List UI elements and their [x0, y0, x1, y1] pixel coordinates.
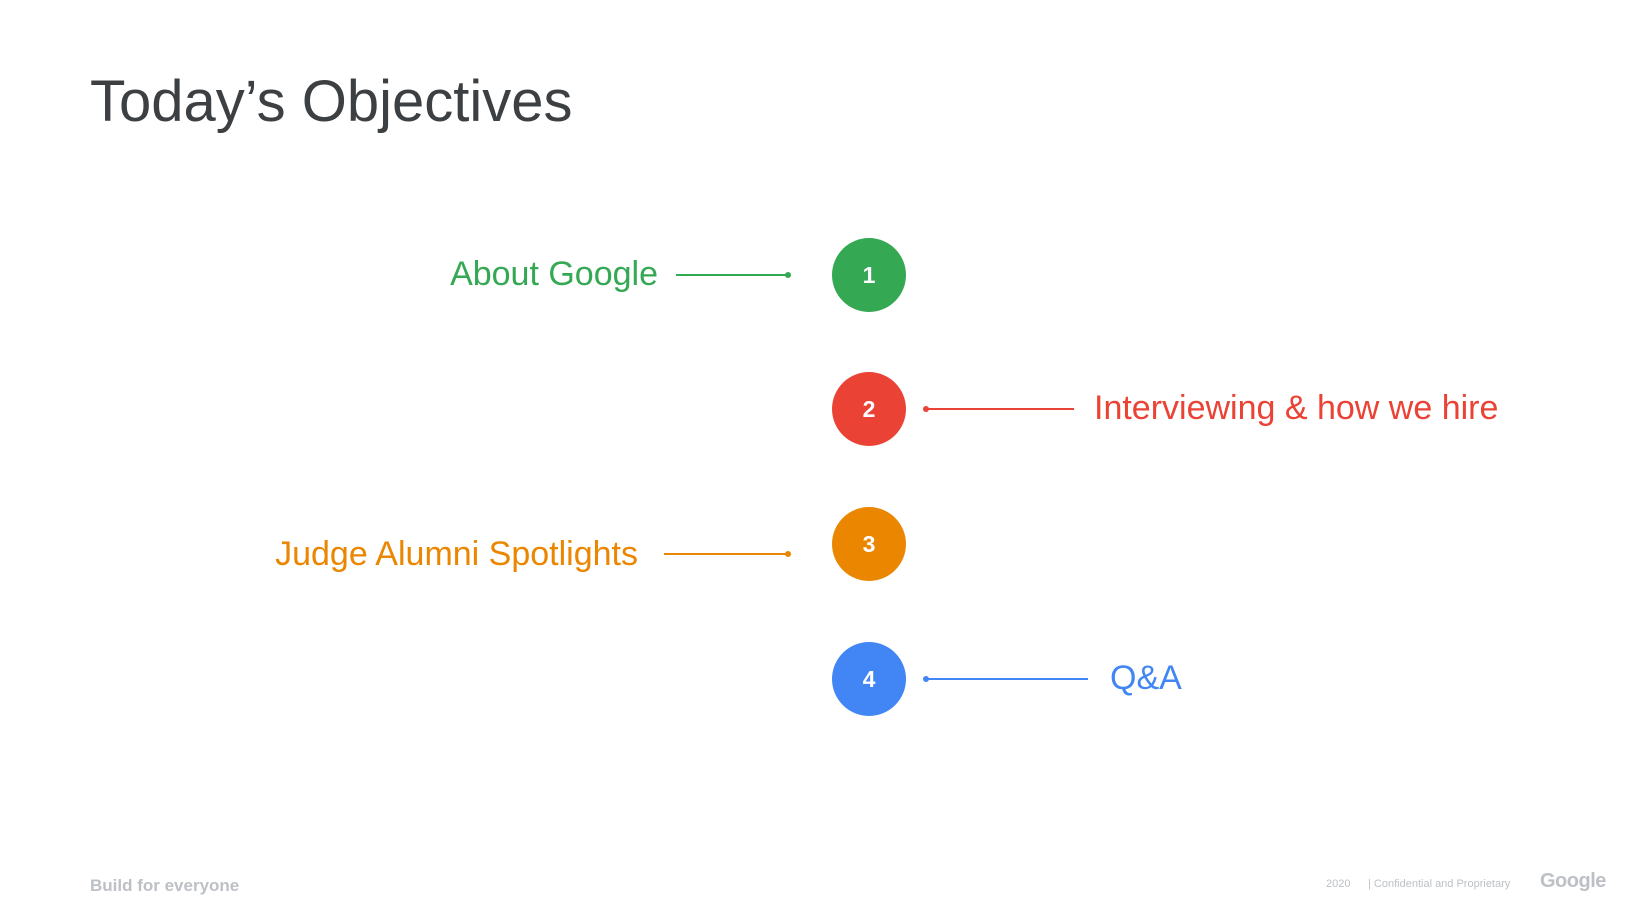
objective-number-2: 2 — [832, 372, 906, 446]
footer-year: 2020 — [1326, 878, 1351, 890]
connector-line-3 — [664, 551, 791, 557]
connector-line-4 — [923, 676, 1088, 682]
google-logo: Google — [1540, 870, 1606, 892]
connector-dot-2 — [923, 406, 929, 412]
objective-label-3: Judge Alumni Spotlights — [275, 535, 638, 573]
objective-label-1: About Google — [450, 255, 658, 293]
connector-dot-1 — [785, 272, 791, 278]
objective-number-1: 1 — [832, 238, 906, 312]
objective-label-2: Interviewing & how we hire — [1094, 389, 1499, 427]
footer-tagline: Build for everyone — [90, 876, 240, 895]
connector-dot-3 — [785, 551, 791, 557]
objective-number-4: 4 — [832, 642, 906, 716]
objective-label-4: Q&A — [1110, 659, 1182, 697]
slide-title: Today’s Objectives — [90, 69, 573, 134]
footer-confidential: | Confidential and Proprietary — [1368, 878, 1511, 890]
connector-dot-4 — [923, 676, 929, 682]
connector-line-1 — [676, 272, 791, 278]
objective-number-3: 3 — [832, 507, 906, 581]
connector-line-2 — [923, 406, 1074, 412]
